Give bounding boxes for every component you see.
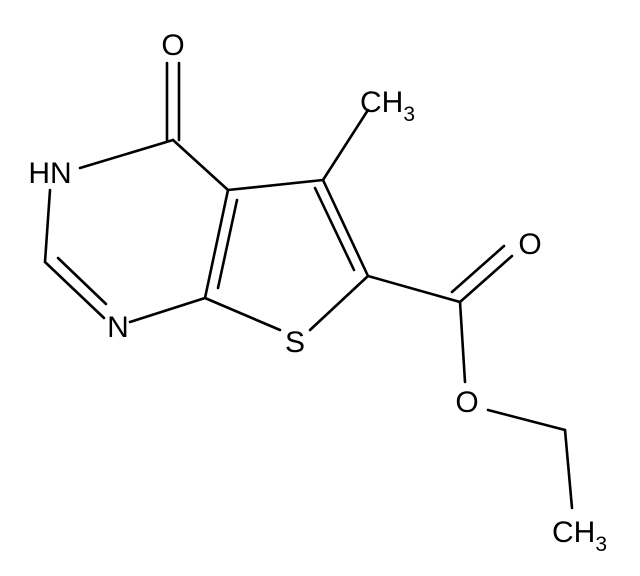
bond-n3-c2 [43,188,52,264]
bonds [43,61,574,510]
atom-n: N [107,311,129,344]
bond-s-c6 [308,274,370,332]
atom-ester-carbonyl-oxygen: O [518,228,541,261]
bond-o-ch2 [486,408,567,432]
bond-c2-n1-2 [56,256,108,306]
atom-terminal-methyl-sub: 3 [595,533,607,556]
bond-n1-c7a [128,296,207,324]
bond-c5-methyl [321,108,370,182]
bond-c2-n1-1 [43,260,106,320]
bond-c4-n3 [78,138,175,170]
atom-terminal-methyl-main: CH [552,516,595,549]
bond-c5-c4a [226,178,325,192]
bond-c6-c5-2 [313,186,356,272]
bond-c7a-c4a-2 [216,198,239,290]
atom-carbonyl-oxygen: O [161,29,184,62]
bond-ester-c-o-2 [450,244,506,294]
atom-methyl: CH3 [360,86,415,126]
atom-terminal-methyl: CH3 [552,516,607,556]
bond-c7a-c4a-1 [203,188,230,300]
bond-c4a-c4 [171,138,230,192]
atom-labels: O CH3 HN N S O O CH3 [28,29,607,556]
atom-sulfur: S [285,326,305,359]
atom-ester-oxygen: O [455,386,478,419]
bond-ester-c-o-1 [458,254,514,304]
atom-nh: HN [28,157,71,190]
bond-ester-c-oalkyl [458,300,467,384]
bond-c6-ester-c [366,274,462,304]
atom-methyl-sub: 3 [403,103,415,126]
bond-c7a-s [203,296,282,332]
bond-c6-c5-1 [321,178,370,278]
atom-methyl-main: CH [360,86,403,119]
bond-ch2-ch3 [563,428,574,510]
